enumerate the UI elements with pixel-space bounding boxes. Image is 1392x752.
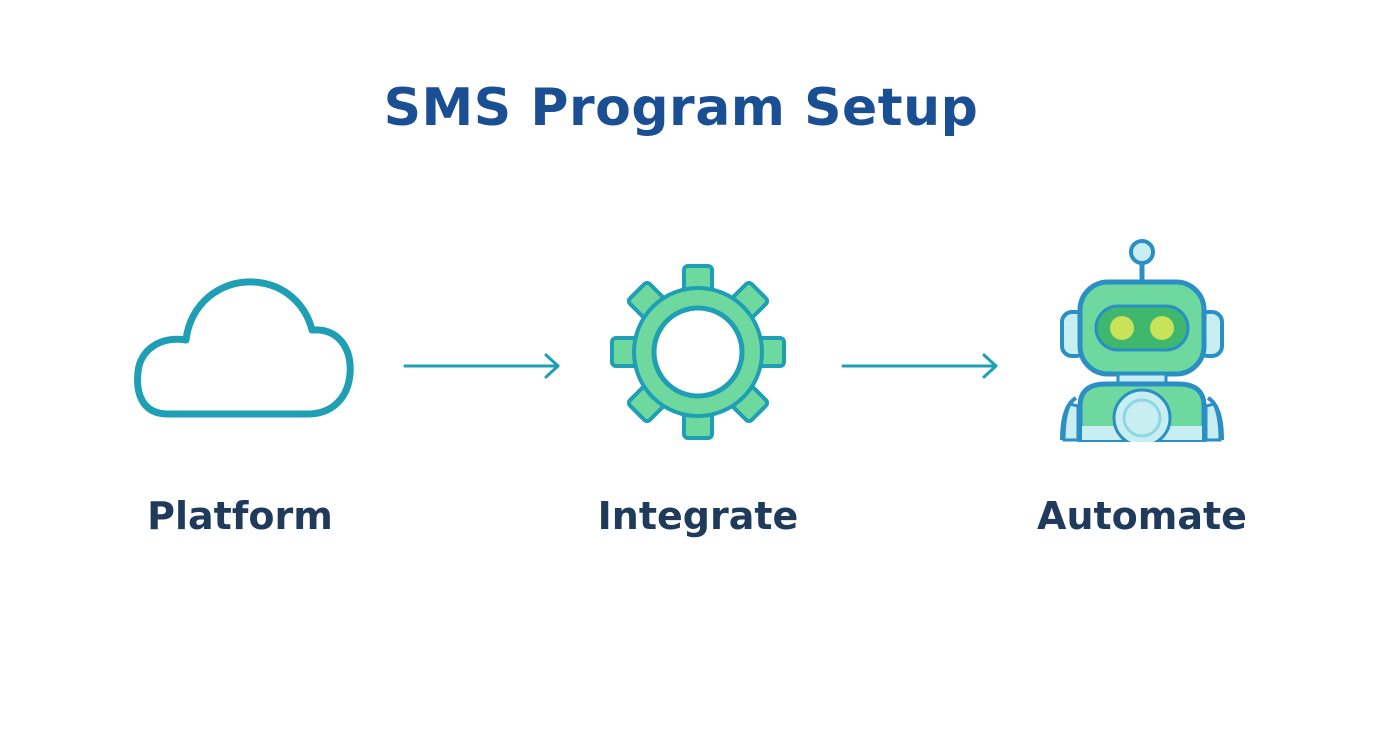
robot-icon: [1060, 239, 1224, 442]
step-label-platform: Platform: [147, 494, 333, 538]
gear-icon: [610, 264, 786, 440]
arrow-right-icon: [841, 353, 998, 379]
arrow-right-icon: [403, 353, 560, 379]
step-label-integrate: Integrate: [597, 494, 799, 538]
page-title: SMS Program Setup: [383, 78, 979, 138]
cloud-icon: [134, 278, 354, 418]
step-label-automate: Automate: [1037, 494, 1247, 538]
